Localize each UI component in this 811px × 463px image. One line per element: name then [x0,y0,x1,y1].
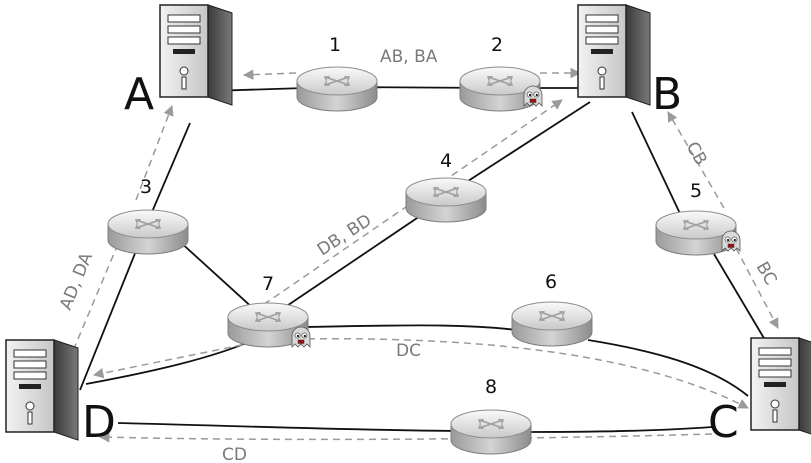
flow-label-ab-ba: AB, BA [380,47,438,67]
server-a-icon [159,4,233,106]
flow-label-cd: CD [222,445,247,463]
flow-dc [247,337,749,409]
host-label-a: A [124,69,154,120]
flow-db-bd-down [92,339,267,379]
flow-label-dc: DC [396,341,421,361]
router-label-8: 8 [485,376,497,398]
router-label-5: 5 [690,180,702,202]
flow-ab-ba-left [242,69,297,80]
flow-cb [667,111,725,209]
link-b-4 [447,101,591,195]
router-6-icon [511,301,593,347]
flow-db-bd-up [243,99,563,319]
router-label-2: 2 [491,34,503,56]
flow-cd [98,431,713,443]
link-b-5 [631,111,685,223]
flow-ad-da-down [68,243,119,359]
ghost-router-5-icon [721,230,741,252]
router-label-4: 4 [440,150,452,172]
ghost-router-7-icon [291,326,311,348]
router-8-icon [450,409,532,455]
link-5-c [713,253,769,346]
link-4-7 [265,211,427,321]
ghost-router-2-icon [523,85,543,107]
flow-ad-da-up [135,105,174,201]
router-label-3: 3 [140,176,152,198]
flow-bc [735,247,779,329]
link-3-d [79,245,139,391]
router-4-icon [405,177,487,223]
host-label-c: C [708,397,739,448]
link-d-8 [117,422,471,432]
server-c-icon [750,337,811,439]
links [79,86,769,433]
link-6-c [587,339,749,397]
router-label-7: 7 [262,273,274,295]
link-7-6 [299,324,531,333]
host-label-d: D [82,397,116,448]
flow-label-bc: BC [752,259,781,289]
server-b-icon [577,4,651,106]
link-a-3 [145,122,191,227]
server-d-icon [5,339,79,441]
flow-label-ad-da: AD, DA [56,249,97,312]
router-label-1: 1 [329,34,341,56]
router-1-icon [296,66,378,112]
router-label-6: 6 [545,271,557,293]
router-3-icon [107,209,189,255]
host-label-b: B [652,69,682,120]
flows [68,67,779,443]
link-8-c [529,426,713,433]
